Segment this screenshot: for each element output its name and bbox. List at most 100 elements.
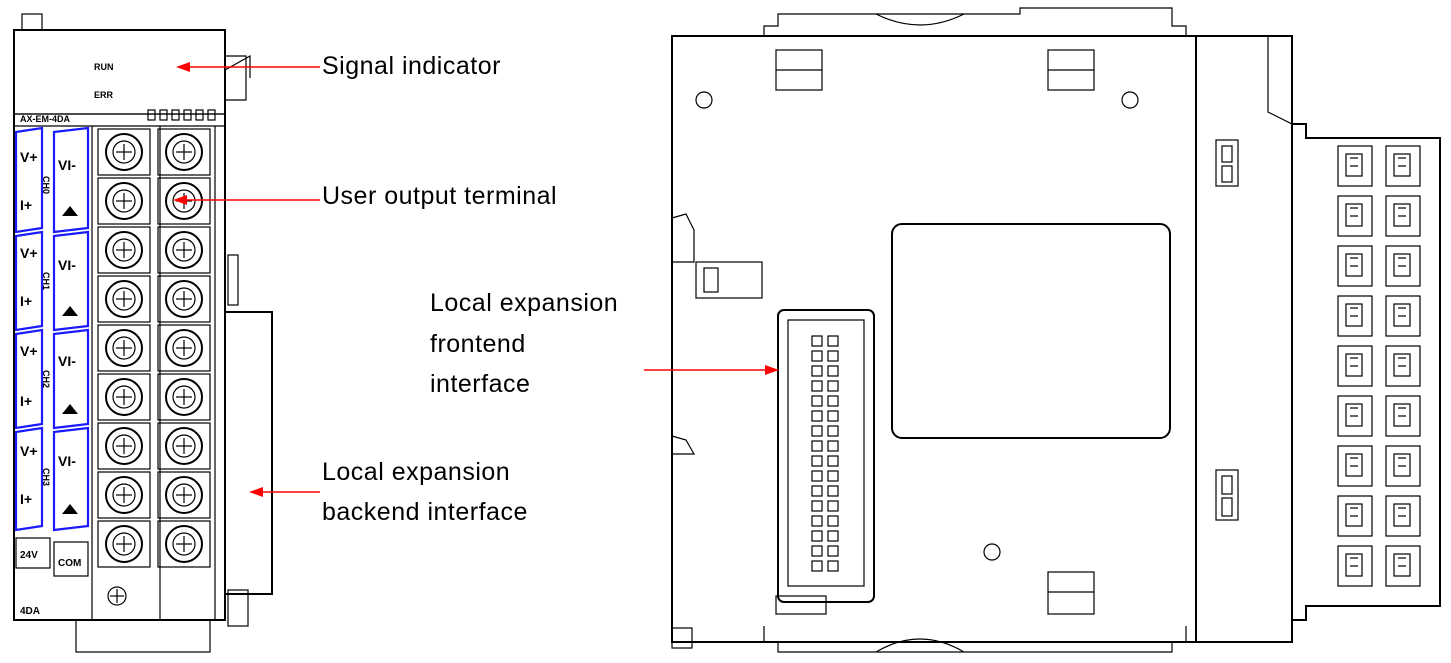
terminal-screw	[97, 275, 151, 323]
connector-pin	[811, 425, 823, 437]
channel-block-ch1: V+ I+ VI- CH1	[14, 230, 90, 332]
connector-pin	[827, 425, 839, 437]
terminal-slot	[1337, 345, 1373, 387]
terminal-slot	[1337, 495, 1373, 537]
connector-pins	[811, 335, 839, 572]
channel-block-ch0: V+ I+ VI- CH0	[14, 126, 90, 234]
connector-pin	[811, 440, 823, 452]
connector-pin	[811, 395, 823, 407]
connector-pin	[827, 485, 839, 497]
terminal-slot	[1337, 395, 1373, 437]
connector-pin	[827, 545, 839, 557]
connector-pin	[827, 440, 839, 452]
terminal-slot	[1385, 295, 1421, 337]
connector-pin	[811, 560, 823, 572]
bottom-screw	[107, 586, 127, 606]
ch1-tag: CH1	[41, 272, 51, 290]
ground-icon	[62, 504, 78, 514]
terminal-screw	[157, 520, 211, 568]
terminal-screws	[97, 128, 211, 568]
ground-icon	[62, 404, 78, 414]
connector-pin	[811, 335, 823, 347]
callout-frontend-line3: interface	[430, 370, 530, 398]
connector-pin	[827, 500, 839, 512]
connector-pin	[827, 530, 839, 542]
callout-backend-line1: Local expansion	[322, 458, 510, 486]
terminal-slot	[1337, 545, 1373, 587]
ch2-v-plus: V+	[20, 343, 38, 359]
ch3-tag: CH3	[41, 468, 51, 486]
terminal-slot	[1337, 145, 1373, 187]
terminal-screw	[97, 226, 151, 274]
connector-pin	[827, 515, 839, 527]
model-label: AX-EM-4DA	[20, 114, 71, 124]
callout-signal-indicator: Signal indicator	[322, 52, 501, 80]
connector-pin	[811, 410, 823, 422]
terminal-screw	[97, 471, 151, 519]
terminal-screw	[157, 324, 211, 372]
terminal-screw	[157, 471, 211, 519]
ch0-tag: CH0	[41, 176, 51, 194]
front-view-module: RUN ERR AX-EM-4DA V+ I+ VI- CH0	[13, 13, 273, 653]
terminal-slot	[1385, 345, 1421, 387]
connector-pin	[827, 395, 839, 407]
connector-pin	[827, 455, 839, 467]
connector-pin	[811, 350, 823, 362]
channel-block-ch2: V+ I+ VI- CH2	[14, 328, 90, 430]
ground-icon	[62, 206, 78, 216]
connector-pin	[811, 485, 823, 497]
terminal-screw	[157, 226, 211, 274]
connector-pin	[811, 515, 823, 527]
label-window	[891, 223, 1171, 439]
terminal-slot	[1337, 445, 1373, 487]
side-view-module	[671, 7, 1441, 653]
ground-icon	[62, 306, 78, 316]
terminal-block-side	[1292, 123, 1441, 621]
mounting-hole	[695, 91, 713, 109]
connector-pin	[811, 470, 823, 482]
terminal-screw	[97, 422, 151, 470]
frontend-connector	[777, 309, 875, 603]
ch0-v-plus: V+	[20, 149, 38, 165]
terminal-screw	[97, 128, 151, 176]
terminal-slot	[1385, 245, 1421, 287]
top-clip	[21, 13, 43, 31]
terminal-slot	[1385, 195, 1421, 237]
ch3-vi-minus: VI-	[58, 453, 76, 469]
ch2-tag: CH2	[41, 370, 51, 388]
side-terminal-slots	[1337, 145, 1421, 587]
bottom-foot	[75, 619, 211, 653]
led-run-label: RUN	[94, 62, 114, 72]
terminal-screw	[97, 177, 151, 225]
channel-block-ch3: V+ I+ VI- CH3	[14, 426, 90, 532]
connector-pin	[827, 380, 839, 392]
connector-pin	[827, 560, 839, 572]
side-body	[671, 35, 1197, 643]
ch3-i-plus: I+	[20, 491, 32, 507]
terminal-screw	[157, 275, 211, 323]
callout-frontend-line2: frontend	[430, 330, 526, 358]
connector-pin	[827, 410, 839, 422]
mounting-hole	[983, 543, 1001, 561]
connector-pin	[811, 530, 823, 542]
front-callout-arrows	[173, 62, 320, 497]
connector-pin	[811, 500, 823, 512]
terminal-screw	[157, 422, 211, 470]
callout-user-output-terminal: User output terminal	[322, 182, 557, 210]
ch2-i-plus: I+	[20, 393, 32, 409]
connector-pin	[827, 470, 839, 482]
ch1-i-plus: I+	[20, 293, 32, 309]
label-24v: 24V	[20, 550, 38, 561]
bottom-model-label: 4DA	[20, 606, 40, 617]
terminal-slot	[1385, 395, 1421, 437]
callout-frontend-line1: Local expansion	[430, 289, 618, 317]
ch0-vi-minus: VI-	[58, 157, 76, 173]
ch1-v-plus: V+	[20, 245, 38, 261]
terminal-slot	[1385, 545, 1421, 587]
led-err-label: ERR	[94, 90, 114, 100]
model-strip-ticks	[147, 109, 216, 121]
connector-pin	[827, 365, 839, 377]
connector-pin	[811, 545, 823, 557]
backend-interface-housing	[225, 311, 273, 595]
